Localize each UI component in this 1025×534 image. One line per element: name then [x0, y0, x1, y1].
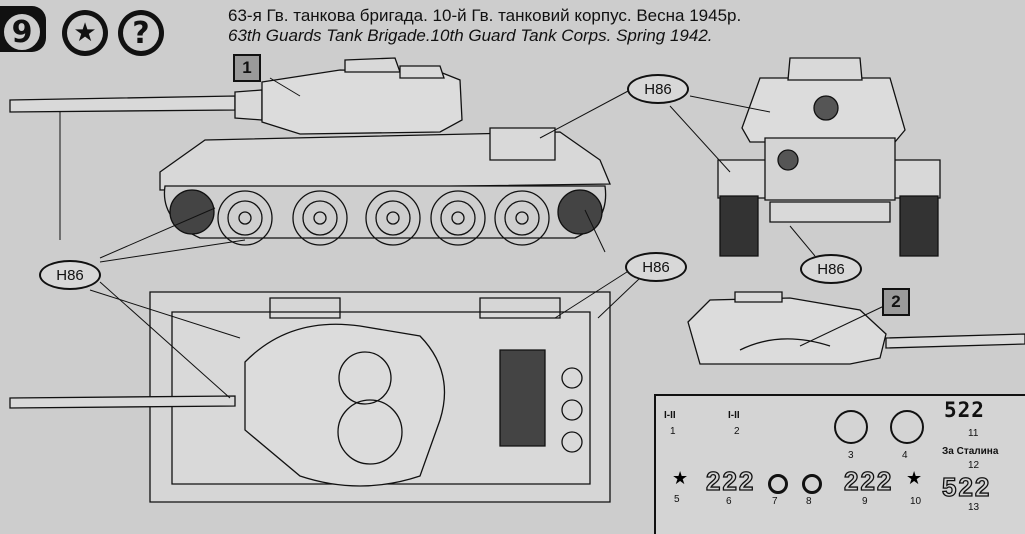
paint-callout-h86: H86 [625, 252, 687, 282]
title-english: 63th Guards Tank Brigade.10th Guard Tank… [228, 26, 713, 45]
decal-sheet: I-II I-II 1 2 3 4 522 11 За Сталина 12 ★… [654, 394, 1025, 534]
decal-label: 3 [848, 450, 854, 461]
decal-222-hollow: 222 [705, 465, 756, 496]
red-star-icon: ★ [672, 468, 689, 489]
decal-label: 6 [726, 496, 732, 507]
title-russian: 63-я Гв. танкова бригада. 10-й Гв. танко… [228, 6, 742, 25]
decal-turret-sign: I-II [728, 410, 740, 421]
decal-label: 1 [670, 426, 676, 437]
question-mark-icon: ? [118, 10, 164, 56]
paint-callout-h86: H86 [39, 260, 101, 290]
decal-label: 13 [968, 502, 980, 513]
decal-222-hollow: 222 [843, 465, 894, 496]
guards-emblem-icon [890, 410, 924, 444]
decal-522-solid: 522 [944, 398, 985, 422]
decal-label: 11 [968, 428, 979, 439]
red-star-icon: ★ [906, 468, 923, 489]
decal-label: 5 [674, 494, 680, 505]
decal-label: 8 [806, 496, 812, 507]
decal-label: 7 [772, 496, 778, 507]
step-number: 9 [2, 12, 42, 52]
star-in-circle-icon: ★ [62, 10, 108, 56]
turret-side-view [687, 291, 1025, 365]
decal-slogan: За Сталина [942, 446, 999, 457]
ring-decal-icon [802, 474, 822, 494]
paint-callout-h86: H86 [800, 254, 862, 284]
step-badge: 9 [0, 6, 46, 52]
side-view-tank [9, 57, 611, 246]
paint-callout-h86: H86 [627, 74, 689, 104]
decal-522-hollow: 522 [941, 471, 992, 502]
decal-label: 12 [968, 460, 980, 471]
top-view-tank [9, 291, 611, 503]
leader-lines [59, 77, 885, 399]
decal-turret-sign: I-II [664, 410, 676, 421]
decal-label: 4 [902, 450, 908, 461]
decal-label: 10 [910, 496, 922, 507]
guards-emblem-icon [834, 410, 868, 444]
front-view-tank [717, 57, 941, 257]
ring-decal-icon [768, 474, 788, 494]
decal-label: 9 [862, 496, 868, 507]
view-number-box: 2 [882, 288, 910, 316]
view-number-box: 1 [233, 54, 261, 82]
decal-label: 2 [734, 426, 740, 437]
